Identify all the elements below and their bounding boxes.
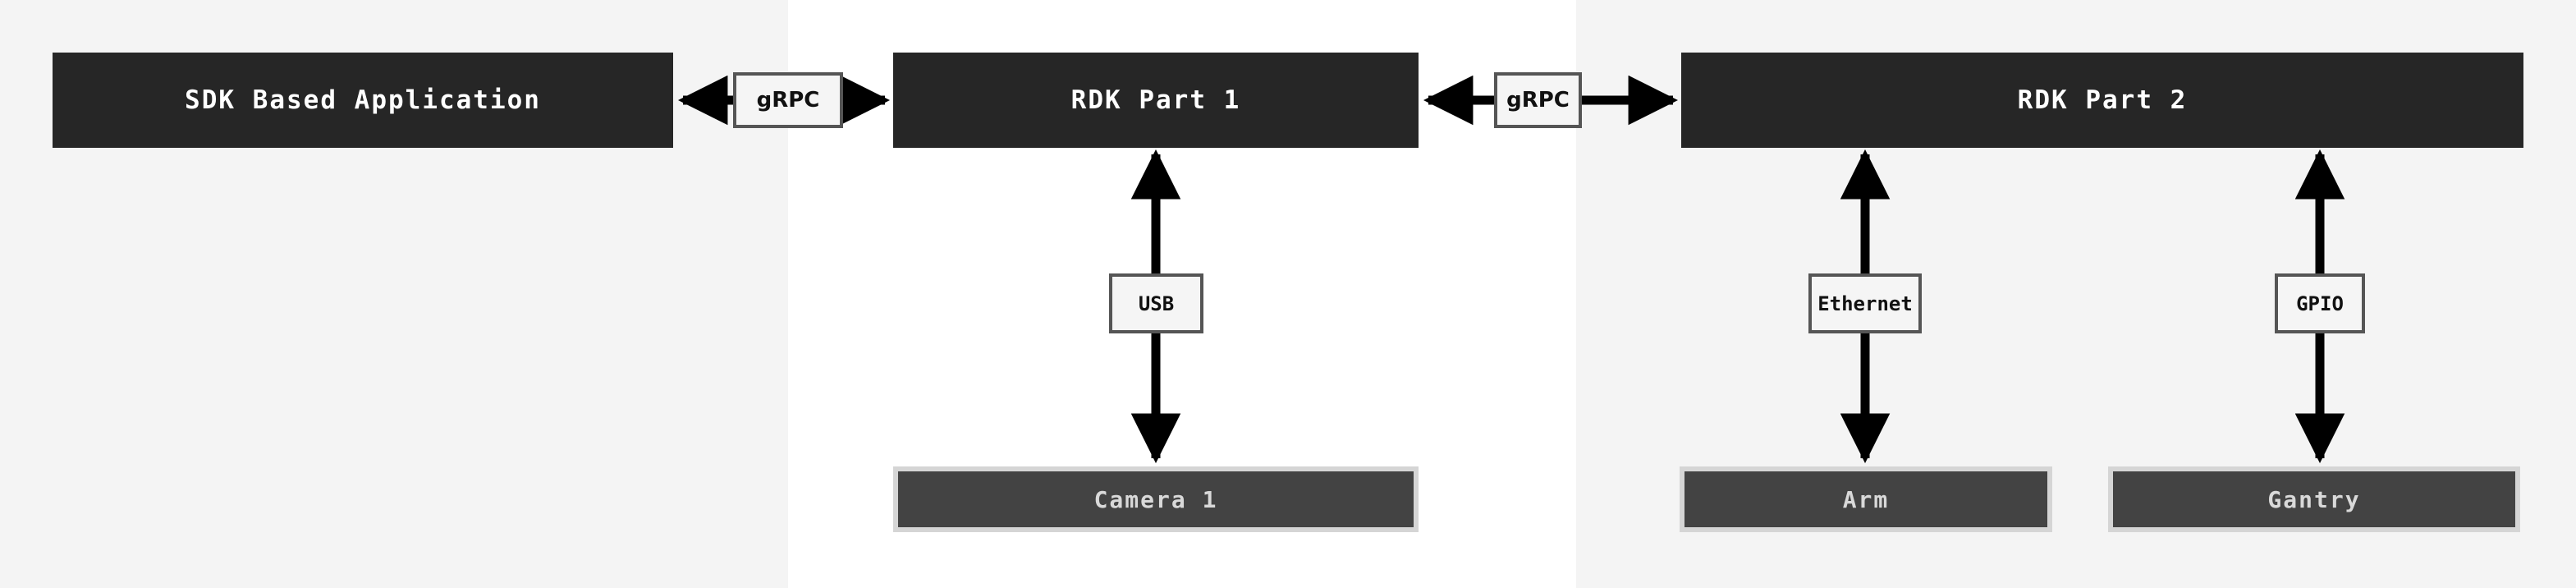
edge-label-usb[interactable]: USB [1109, 273, 1203, 333]
edge-label-grpc-right[interactable]: gRPC [1494, 72, 1582, 128]
node-gantry[interactable]: Gantry [2108, 466, 2520, 532]
edge-label-gpio[interactable]: GPIO [2275, 273, 2365, 333]
edge-label-ethernet[interactable]: Ethernet [1808, 273, 1922, 333]
node-camera-1-label: Camera 1 [898, 471, 1414, 527]
node-sdk-based-application[interactable]: SDK Based Application [53, 53, 673, 148]
node-arm-label: Arm [1684, 471, 2047, 527]
node-camera-1[interactable]: Camera 1 [893, 466, 1419, 532]
node-rdk-part-2[interactable]: RDK Part 2 [1681, 53, 2523, 148]
node-gantry-label: Gantry [2113, 471, 2515, 527]
node-arm[interactable]: Arm [1680, 466, 2052, 532]
node-rdk-part-1[interactable]: RDK Part 1 [893, 53, 1419, 148]
edge-label-grpc-left[interactable]: gRPC [733, 72, 843, 128]
